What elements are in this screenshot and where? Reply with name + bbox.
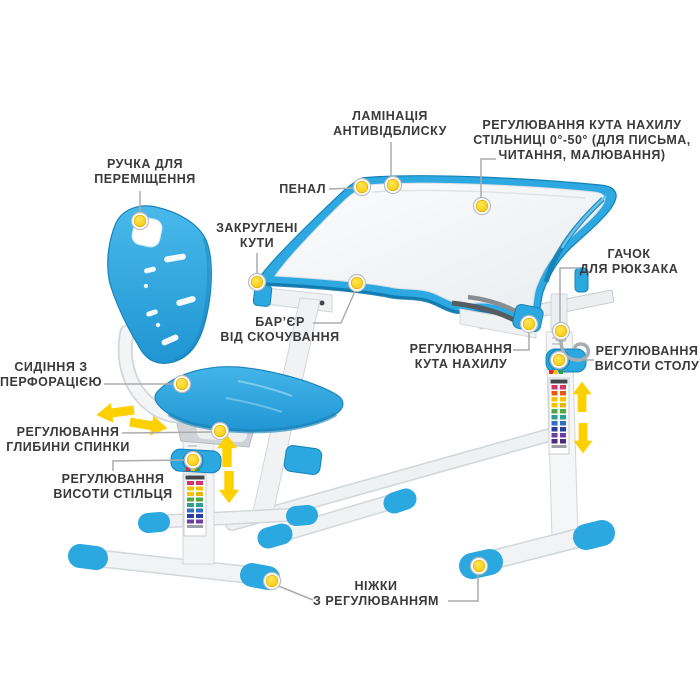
chair-front-foot bbox=[68, 544, 280, 590]
depth-arrow-left-icon bbox=[96, 402, 135, 423]
callout-dot bbox=[262, 571, 282, 591]
callout-dot bbox=[519, 314, 539, 334]
desk-height-arrow-down-icon bbox=[573, 423, 593, 454]
callout-dot bbox=[469, 556, 489, 576]
height-chart-sticker bbox=[183, 467, 207, 537]
label-lamination: ЛАМІНАЦІЯ АНТИВІДБЛИСКУ bbox=[333, 109, 447, 138]
callout-dot bbox=[472, 196, 492, 216]
label-rounded-corners: ЗАКРУГЛЕНІ КУТИ bbox=[216, 221, 298, 250]
chair-seat bbox=[154, 366, 344, 434]
depth-arrow-right-icon bbox=[129, 415, 168, 436]
callout-dots bbox=[130, 175, 571, 591]
label-backrest-depth-adjustment: РЕГУЛЮВАННЯ ГЛИБИНИ СПИНКИ bbox=[6, 425, 130, 454]
adjustment-arrows bbox=[96, 381, 593, 504]
label-anti-roll-barrier: БАР’ЄР ВІД СКОЧУВАННЯ bbox=[220, 315, 340, 344]
label-backpack-hook: ГАЧОК ДЛЯ РЮКЗАКА bbox=[579, 247, 679, 276]
desk-right-foot bbox=[459, 520, 615, 579]
callout-dot bbox=[347, 273, 367, 293]
callout-dot bbox=[183, 450, 203, 470]
label-pencil-case: ПЕНАЛ bbox=[279, 182, 326, 196]
label-adjustable-feet: НІЖКИ З РЕГУЛЮВАННЯМ bbox=[313, 579, 439, 608]
callout-dot bbox=[247, 272, 267, 292]
label-tilt-adjustment: РЕГУЛЮВАННЯ КУТА НАХИЛУ bbox=[409, 342, 513, 371]
callout-dot bbox=[130, 211, 150, 231]
chair bbox=[68, 205, 344, 590]
label-tabletop-tilt-range: РЕГУЛЮВАННЯ КУТА НАХИЛУ СТІЛЬНИЦІ 0°-50°… bbox=[473, 118, 691, 162]
desk bbox=[225, 175, 617, 579]
callout-dot bbox=[551, 321, 571, 341]
callout-dot bbox=[352, 177, 372, 197]
callout-dot bbox=[383, 175, 403, 195]
callout-dot bbox=[549, 350, 569, 370]
label-chair-height-adjustment: РЕГУЛЮВАННЯ ВИСОТИ СТІЛЬЦЯ bbox=[53, 472, 173, 501]
chair-height-arrow-up-icon bbox=[216, 434, 238, 467]
chair-rear-foot bbox=[138, 505, 318, 533]
backrest-perforation bbox=[143, 253, 196, 346]
callout-dot bbox=[172, 374, 192, 394]
label-desk-height-adjustment: РЕГУЛЮВАННЯ ВИСОТИ СТОЛУ bbox=[594, 344, 700, 373]
desk-height-arrow-up-icon bbox=[572, 381, 592, 412]
chair-column bbox=[170, 423, 222, 565]
label-handle: РУЧКА ДЛЯ ПЕРЕМІЩЕННЯ bbox=[94, 157, 196, 186]
chair-backrest bbox=[107, 205, 212, 364]
height-chart-sticker bbox=[548, 370, 570, 455]
callout-connectors bbox=[104, 142, 594, 602]
callout-dot bbox=[210, 421, 230, 441]
label-perforated-seat: СИДІННЯ З ПЕРФОРАЦІЄЮ bbox=[0, 360, 103, 389]
chair-height-arrow-down-icon bbox=[218, 471, 240, 504]
